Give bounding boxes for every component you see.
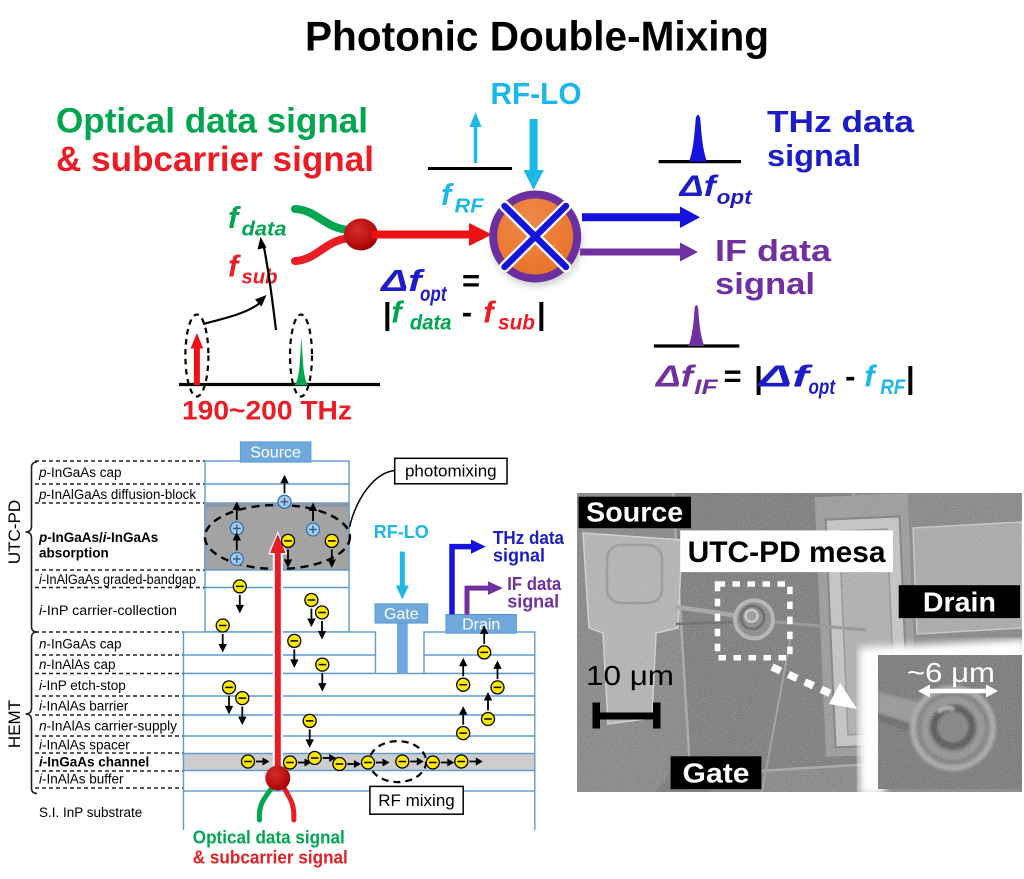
svg-text:Optical data signal: Optical data signal [56,102,368,141]
svg-text:IF: IF [694,376,719,399]
svg-text:f: f [391,295,404,330]
svg-text:Δf: Δf [655,359,696,394]
svg-text:data: data [410,312,452,335]
svg-text:|: | [537,296,546,331]
svg-text:photomixing: photomixing [405,462,497,481]
svg-text:|: | [906,360,915,395]
svg-text:190~200 THz: 190~200 THz [182,396,352,426]
svg-text:i-InGaAs channel: i-InGaAs channel [39,755,149,770]
svg-text:& subcarrier signal: & subcarrier signal [193,848,348,868]
svg-text:Gate: Gate [683,758,750,789]
svg-text:absorption: absorption [39,546,109,561]
svg-text:RF-LO: RF-LO [491,76,582,111]
svg-text:Drain: Drain [923,587,996,618]
svg-text:f: f [483,295,496,330]
svg-text:& subcarrier signal: & subcarrier signal [56,140,374,179]
svg-text:p-InGaAs cap: p-InGaAs cap [38,465,122,480]
svg-text:RF: RF [880,376,906,399]
svg-text:Δf: Δf [380,263,425,298]
svg-text:S.I. InP substrate: S.I. InP substrate [39,805,142,820]
svg-text:=: = [724,359,742,394]
svg-text:f: f [228,200,241,235]
svg-text:UTC-PD mesa: UTC-PD mesa [688,536,886,569]
svg-text:n-InGaAs cap: n-InGaAs cap [39,637,122,652]
svg-text:Gate: Gate [384,606,419,623]
svg-text:sub: sub [242,267,278,289]
svg-text:IF data: IF data [715,233,832,268]
svg-text:f: f [441,177,454,212]
svg-text:n-InAlAs cap: n-InAlAs cap [39,657,116,672]
svg-text:signal: signal [507,592,559,612]
svg-text:i-InAlAs barrier: i-InAlAs barrier [39,699,129,714]
svg-text:10 μm: 10 μm [586,660,674,691]
svg-text:IF data: IF data [507,574,562,594]
svg-text:opt: opt [809,376,836,399]
svg-text:RF mixing: RF mixing [378,791,455,810]
svg-text:signal: signal [493,546,545,566]
svg-text:f: f [228,249,241,284]
svg-text:THz data: THz data [767,104,915,139]
svg-text:-: - [462,295,472,330]
svg-text:f: f [864,359,877,394]
svg-text:Photonic Double-Mixing: Photonic Double-Mixing [305,13,769,60]
svg-text:i-InP carrier-collection: i-InP carrier-collection [39,603,177,618]
svg-text:opt: opt [717,187,754,209]
svg-text:RF-LO: RF-LO [374,522,429,542]
svg-text:i-InAlAs spacer: i-InAlAs spacer [39,738,130,753]
svg-text:Source: Source [250,444,301,461]
svg-text:i-InAlGaAs graded-bandgap: i-InAlGaAs graded-bandgap [39,572,196,587]
svg-text:p-InGaAs/i-InGaAs: p-InGaAs/i-InGaAs [38,530,158,545]
svg-text:signal: signal [767,138,861,173]
svg-text:Drain: Drain [462,616,500,633]
svg-text:-: - [845,359,855,394]
svg-text:Source: Source [586,497,683,528]
svg-text:Optical data signal: Optical data signal [193,828,345,848]
svg-text:HEMT: HEMT [5,700,24,748]
svg-text:RF: RF [455,196,485,218]
svg-text:opt: opt [420,283,447,306]
svg-text:data: data [242,219,287,241]
svg-text:~6 μm: ~6 μm [907,657,995,688]
svg-text:i-InP etch-stop: i-InP etch-stop [39,678,126,693]
svg-text:sub: sub [498,312,535,335]
svg-text:Δf: Δf [757,359,813,394]
svg-text:p-InAlGaAs diffusion-block: p-InAlGaAs diffusion-block [38,487,196,502]
svg-text:UTC-PD: UTC-PD [5,500,24,564]
svg-text:i-InAlAs buffer: i-InAlAs buffer [39,772,124,787]
svg-text:n-InAlAs carrier-supply: n-InAlAs carrier-supply [39,719,177,734]
svg-text:Δf: Δf [679,170,720,203]
svg-text:=: = [462,263,480,298]
svg-text:THz data: THz data [493,528,565,548]
svg-text:signal: signal [715,266,815,301]
svg-text:|: | [383,296,392,331]
svg-text:|: | [754,360,763,395]
